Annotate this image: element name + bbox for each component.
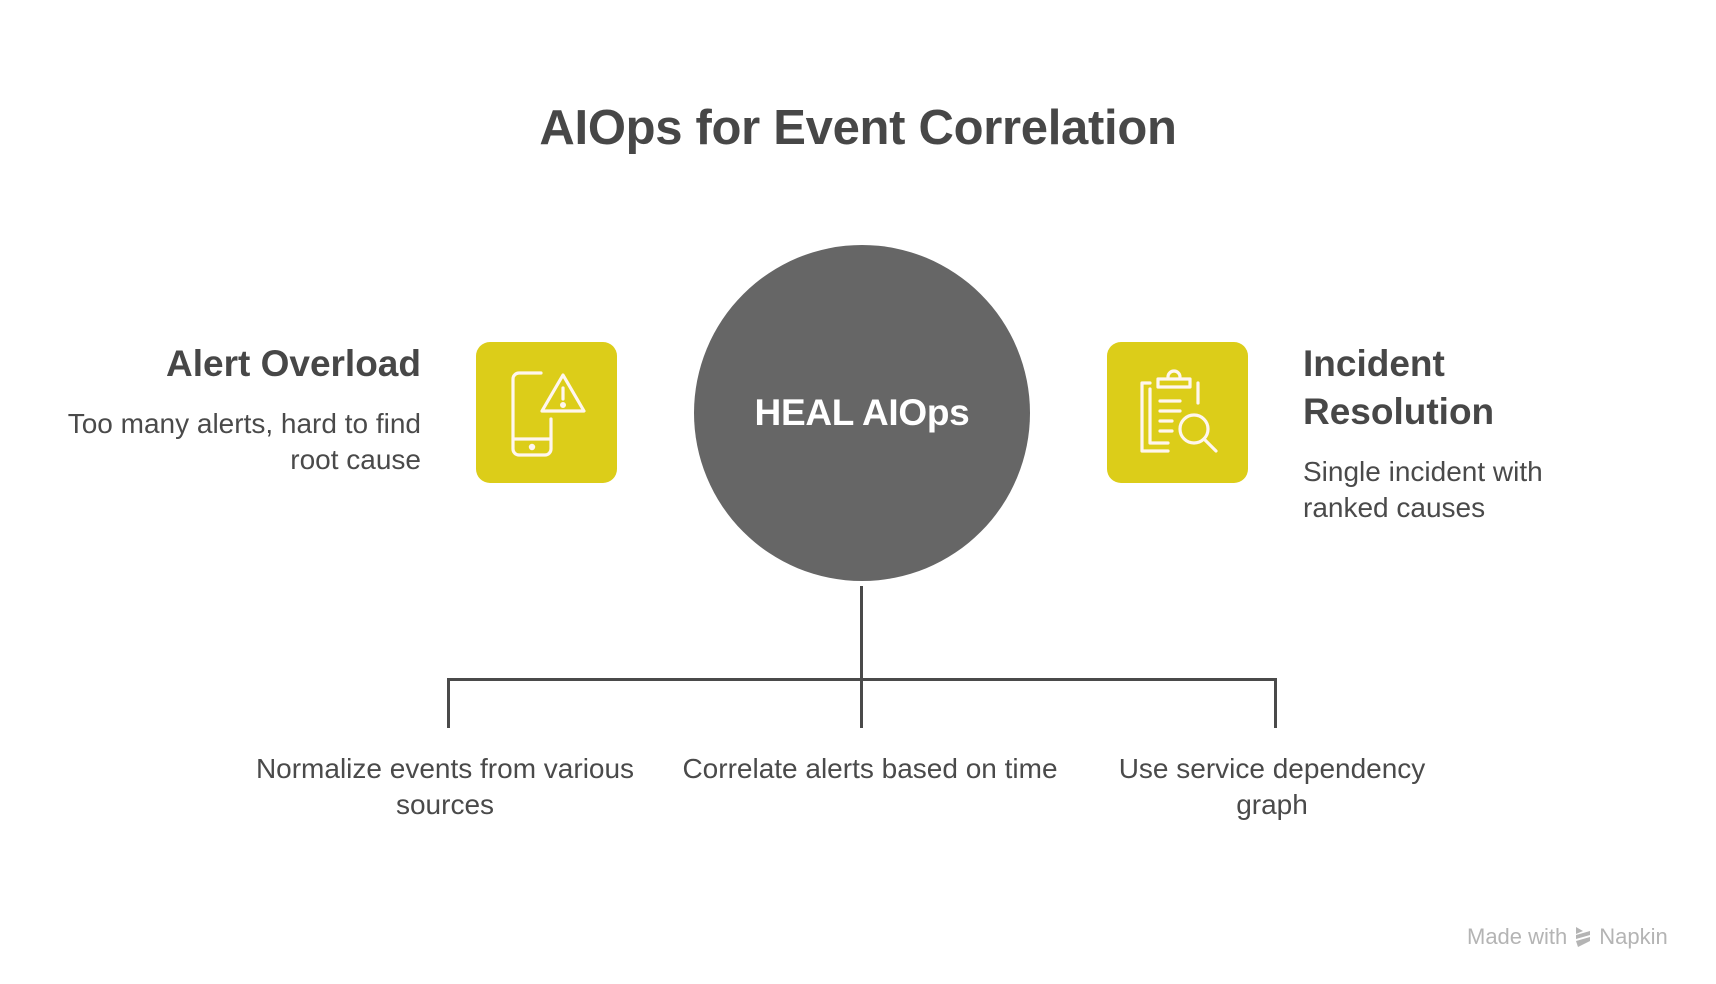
problem-description: Too many alerts, hard to find root cause	[67, 408, 421, 475]
connector-drop-2	[860, 678, 863, 728]
problem-block: Alert Overload Too many alerts, hard to …	[21, 340, 421, 478]
outcome-icon-box	[1107, 342, 1248, 483]
step-item: Normalize events from various sources	[255, 753, 635, 820]
clipboard-search-icon	[1139, 368, 1218, 453]
step-item: Use service dependency graph	[1118, 753, 1426, 820]
central-node: HEAL AIOps	[694, 245, 1030, 581]
watermark: Made with Napkin	[1467, 924, 1668, 950]
diagram-title: AIOps for Event Correlation	[539, 101, 1177, 155]
outcome-block: Incident Resolution Single incident with…	[1303, 340, 1633, 526]
connector-drop-1	[447, 678, 450, 728]
connector-stem	[860, 586, 863, 681]
central-node-label: HEAL AIOps	[754, 392, 970, 433]
watermark-brand: Napkin	[1599, 924, 1668, 949]
problem-heading: Alert Overload	[166, 343, 421, 384]
connector-drop-3	[1274, 678, 1277, 728]
napkin-logo-icon	[1576, 927, 1591, 947]
watermark-prefix: Made with	[1467, 924, 1568, 949]
problem-icon-box	[476, 342, 617, 483]
mobile-alert-icon	[510, 370, 586, 457]
outcome-heading: Incident Resolution	[1303, 343, 1495, 432]
step-item: Correlate alerts based on time	[682, 753, 1058, 784]
outcome-description: Single incident with ranked causes	[1303, 456, 1543, 523]
